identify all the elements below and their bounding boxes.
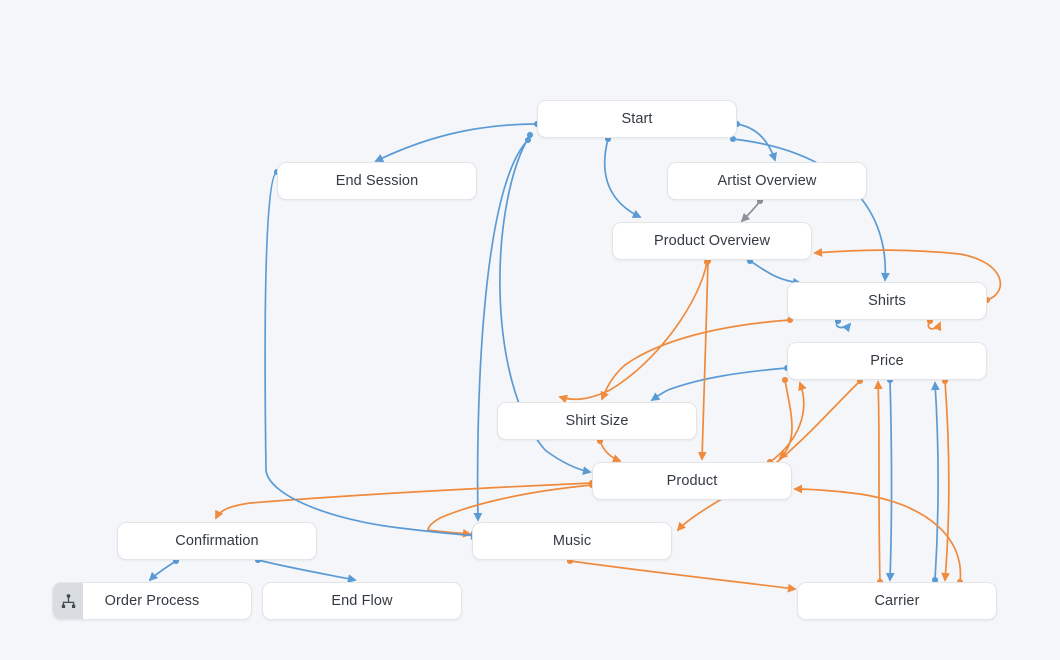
node-shirt-size[interactable]: Shirt Size — [497, 402, 697, 440]
node-label: Shirt Size — [565, 413, 629, 429]
node-label: Music — [552, 533, 592, 549]
node-start[interactable]: Start — [537, 100, 737, 138]
node-product[interactable]: Product — [592, 462, 792, 500]
sitemap-icon — [61, 593, 75, 608]
node-order-process[interactable]: Order Process — [52, 582, 252, 620]
node-price[interactable]: Price — [787, 342, 987, 380]
node-label: Start — [621, 111, 653, 127]
node-end-flow[interactable]: End Flow — [262, 582, 462, 620]
node-label: End Flow — [331, 593, 393, 609]
node-carrier[interactable]: Carrier — [797, 582, 997, 620]
node-label: Confirmation — [175, 533, 259, 549]
node-label: Product — [666, 473, 718, 489]
node-label: Price — [870, 353, 904, 369]
node-label: End Session — [335, 173, 419, 189]
node-music[interactable]: Music — [472, 522, 672, 560]
node-end-session[interactable]: End Session — [277, 162, 477, 200]
node-label: Shirts — [868, 293, 906, 309]
node-label: Product Overview — [653, 233, 771, 249]
node-product-overview[interactable]: Product Overview — [612, 222, 812, 260]
node-label: Artist Overview — [717, 173, 817, 189]
sitemap-icon-container — [53, 583, 83, 619]
node-label: Order Process — [104, 593, 200, 609]
node-shirts[interactable]: Shirts — [787, 282, 987, 320]
node-confirmation[interactable]: Confirmation — [117, 522, 317, 560]
node-artist-overview[interactable]: Artist Overview — [667, 162, 867, 200]
node-label: Carrier — [874, 593, 920, 609]
